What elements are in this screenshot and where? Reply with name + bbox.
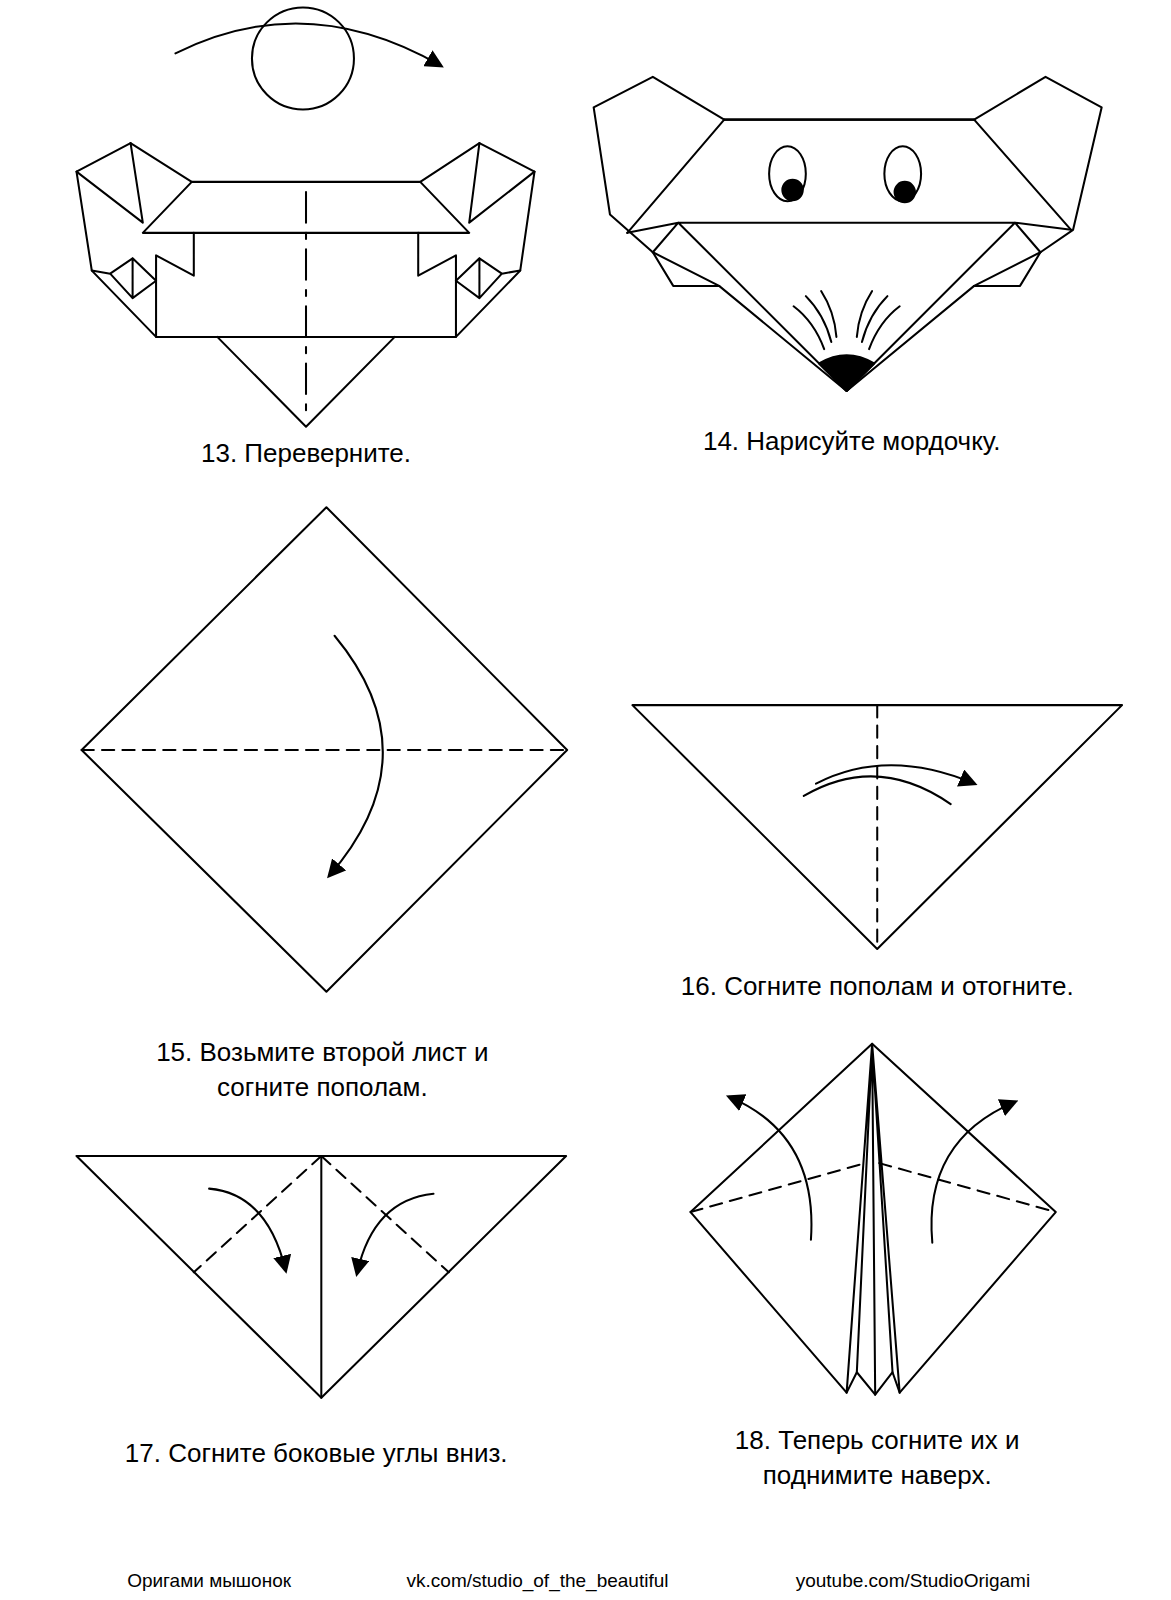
step-caption: 16. Согните пополам и отогните. bbox=[627, 970, 1127, 1005]
step-caption: 15. Возьмите второй лист и согните попол… bbox=[147, 1035, 497, 1105]
step-caption: 14. Нарисуйте мордочку. bbox=[632, 424, 1072, 459]
step-caption: 13. Переверните. bbox=[96, 436, 516, 471]
step-16-figure bbox=[632, 705, 1122, 949]
step-13-figure bbox=[77, 7, 535, 426]
step-18-figure bbox=[691, 1044, 1056, 1395]
step-15-figure bbox=[82, 507, 568, 992]
step-caption: 18. Теперь согните их и поднимите наверх… bbox=[712, 1423, 1042, 1493]
footer-text: Оригами мышонок bbox=[99, 1568, 319, 1594]
step-caption: 17. Согните боковые углы вниз. bbox=[76, 1436, 556, 1471]
footer-text: vk.com/studio_of_the_beautiful bbox=[363, 1568, 713, 1594]
step-14-figure bbox=[594, 77, 1102, 391]
footer-text: youtube.com/StudioOrigami bbox=[763, 1568, 1063, 1594]
step-17-figure bbox=[77, 1156, 567, 1398]
